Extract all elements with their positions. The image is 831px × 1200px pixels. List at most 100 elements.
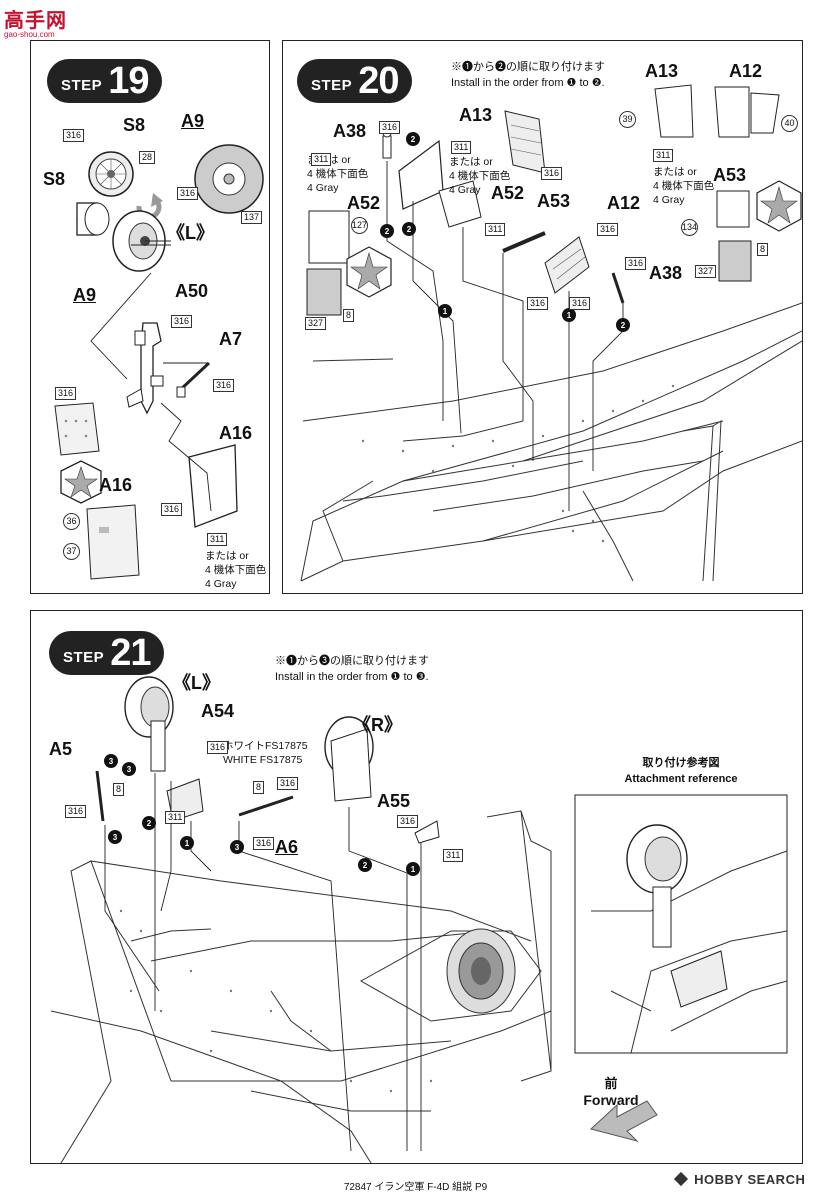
part-code: 8	[343, 309, 355, 322]
forward-jp: 前	[604, 1076, 618, 1091]
svg-text:2: 2	[621, 321, 626, 330]
label-a6: A6	[275, 837, 299, 857]
paint-note-c: または or 4 機体下面色 4 Gray	[653, 165, 714, 207]
step-number: 19	[108, 59, 149, 102]
part-code: 311	[165, 811, 186, 824]
svg-text:2: 2	[147, 819, 152, 828]
svg-text:2: 2	[407, 225, 412, 234]
svg-text:2: 2	[363, 861, 368, 870]
part-code: 311	[443, 849, 464, 862]
order-note-en: Install in the order from ❶ to ❸.	[275, 671, 429, 683]
part-code: 28	[139, 151, 156, 164]
part-code: 137	[241, 211, 263, 224]
order-note-jp: ※❶から❸の順に取り付けます	[275, 655, 429, 667]
part-code: 316	[55, 387, 77, 400]
label-a5: A5	[49, 739, 73, 759]
site-logo: 高手网 gao-shou.com	[4, 4, 74, 39]
step-word: STEP	[311, 76, 353, 94]
step19-badge: STEP 19	[47, 59, 163, 103]
part-code: 311	[653, 149, 674, 162]
svg-text:1: 1	[443, 307, 448, 316]
label-a9-top: A9	[181, 111, 205, 131]
step21-badge: STEP 21	[49, 631, 165, 675]
paint-note-b: または or 4 機体下面色 4 Gray	[449, 155, 510, 197]
label-a55: A55	[377, 791, 411, 811]
paint-note-line2: 4 機体下面色	[653, 180, 715, 192]
white-paint-note: ホワイトFS17875 WHITE FS17875	[223, 739, 308, 767]
brand-icon	[673, 1171, 689, 1187]
svg-text:3: 3	[235, 843, 240, 852]
svg-text:1: 1	[567, 311, 572, 320]
order-note: ※❶から❷の順に取り付けます Install in the order from…	[451, 59, 605, 91]
color-callout: 36	[63, 513, 80, 530]
step21-panel: STEP 21 ※❶から❸の順に取り付けます Install in the or…	[30, 610, 803, 1164]
part-code: 316	[597, 223, 619, 236]
attachment-en: Attachment reference	[624, 773, 738, 785]
color-callout: 40	[781, 115, 798, 132]
svg-text:3: 3	[113, 833, 118, 842]
label-a50: A50	[175, 281, 209, 301]
color-callout: 134	[681, 219, 698, 236]
white-paint-en: WHITE FS17875	[223, 754, 303, 766]
step-word: STEP	[63, 648, 105, 666]
paint-note: または or 4 機体下面色 4 Gray	[205, 549, 266, 591]
order-note: ※❶から❸の順に取り付けます Install in the order from…	[275, 653, 429, 685]
brand-text: HOBBY SEARCH	[694, 1172, 806, 1187]
label-a7: A7	[219, 329, 243, 349]
label-a53-mid: A53	[537, 191, 571, 211]
attachment-jp: 取り付け参考図	[642, 757, 720, 769]
step19-panel: STEP 19	[30, 40, 270, 594]
order-note-jp: ※❶から❷の順に取り付けます	[451, 61, 605, 73]
attachment-reference-title: 取り付け参考図 Attachment reference	[591, 755, 771, 787]
step-number: 20	[358, 59, 399, 102]
label-s8-top: S8	[123, 115, 146, 135]
paint-note-line3: 4 Gray	[449, 184, 481, 196]
label-s8-left: S8	[43, 169, 66, 189]
paint-note-line3: 4 Gray	[205, 578, 237, 590]
part-code: 316	[541, 167, 563, 180]
label-a13-right: A13	[645, 61, 679, 81]
part-code: 316	[213, 379, 235, 392]
label-a52-mid: A52	[491, 183, 525, 203]
label-a54: A54	[201, 701, 235, 721]
svg-text:3: 3	[109, 757, 114, 766]
svg-text:2: 2	[385, 227, 390, 236]
part-code: 316	[527, 297, 549, 310]
order-note-en: Install in the order from ❶ to ❷.	[451, 77, 605, 89]
part-code: 316	[379, 121, 401, 134]
part-code: 316	[277, 777, 299, 790]
svg-text:1: 1	[411, 865, 416, 874]
logo-subtext: gao-shou.com	[4, 30, 55, 39]
forward-en: Forward	[583, 1092, 639, 1108]
paint-note-line1: または or	[449, 156, 493, 168]
part-code: 316	[177, 187, 199, 200]
label-r-mark: 《R》	[353, 715, 402, 735]
step19-drawing	[54, 144, 264, 580]
part-code: 327	[695, 265, 717, 278]
part-code: 311	[207, 533, 228, 546]
label-a9-left: A9	[73, 285, 97, 305]
white-paint-jp: ホワイトFS17875	[223, 740, 308, 752]
part-code: 8	[757, 243, 769, 256]
part-code: 316	[569, 297, 591, 310]
label-l-mark: 《L》	[173, 673, 220, 693]
paint-note-line1: または or	[205, 550, 249, 562]
label-a53-right: A53	[713, 165, 747, 185]
label-a12-right: A12	[729, 61, 763, 81]
label-a12-mid: A12	[607, 193, 641, 213]
part-code: 316	[161, 503, 183, 516]
paint-note-line2: 4 機体下面色	[307, 168, 369, 180]
paint-note-line3: 4 Gray	[307, 182, 339, 194]
part-code: 316	[625, 257, 647, 270]
hobby-search-brand: HOBBY SEARCH	[673, 1171, 806, 1187]
label-a13-mid: A13	[459, 105, 493, 125]
step-number: 21	[110, 631, 151, 674]
paint-note-line2: 4 機体下面色	[205, 564, 267, 576]
svg-text:1: 1	[185, 839, 190, 848]
label-a38-left: A38	[333, 121, 367, 141]
part-code: 316	[397, 815, 419, 828]
paint-note-line1: または or	[653, 166, 697, 178]
part-code: 8	[113, 783, 125, 796]
color-callout: 37	[63, 543, 80, 560]
